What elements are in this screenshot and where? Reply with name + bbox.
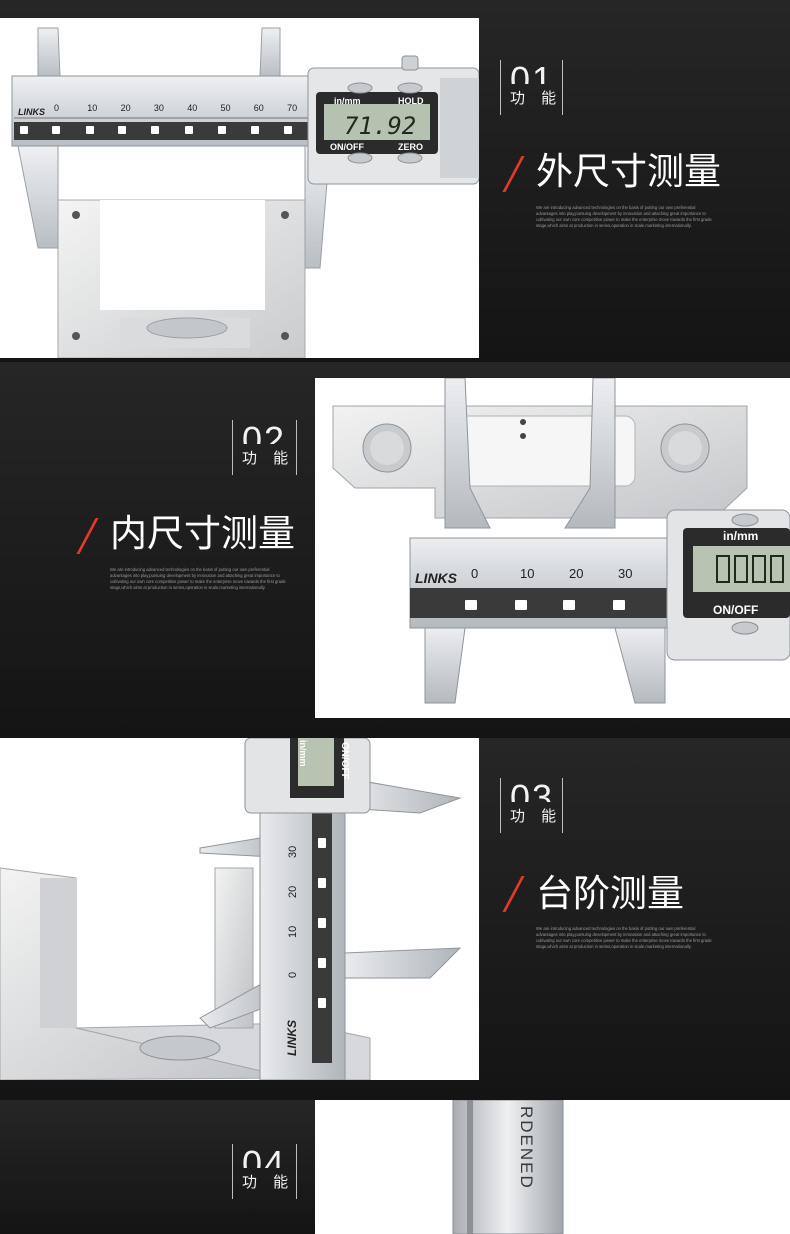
divider-line (232, 420, 233, 475)
display-unit-label: in/mm (723, 529, 758, 543)
divider-line (562, 778, 563, 833)
inner-measure-photo: LINKS 0 10 20 30 in/mm ON/OFF (315, 378, 790, 718)
display-zero-label: ZERO (398, 142, 423, 152)
caliper-brand: LINKS (415, 570, 458, 586)
scale-tick-label: 30 (154, 103, 164, 113)
step-measure-photo: LINKS 30 20 10 0 ON/OFF in/mm (0, 738, 479, 1080)
function-label: 功 能 (242, 450, 295, 467)
section-title: 内尺寸测量 (110, 513, 295, 554)
scale-tick-label: 0 (54, 103, 59, 113)
section-description: We are introducing advanced technologies… (110, 567, 286, 590)
display-unit-label: in/mm (334, 96, 361, 106)
scale-tick-label: 20 (287, 886, 299, 898)
section-4-number-block: 04 功 能 (234, 1144, 302, 1192)
section-4-band: RDENED 04 功 能 (0, 1100, 790, 1234)
scale-tick-label: 20 (569, 566, 583, 581)
section-number: 01 (510, 60, 555, 84)
section-2-number-block: 02 功 能 (234, 420, 302, 468)
section-number: 04 (242, 1144, 287, 1168)
display-onoff-label: ON/OFF (330, 142, 364, 152)
outer-measure-photo: LINKS 0 10 20 30 40 50 60 70 in/mm HOLD 71.92 O… (0, 18, 479, 358)
scale-tick-label: 30 (618, 566, 632, 581)
function-label: 功 能 (242, 1174, 295, 1191)
scale-tick-label: 70 (287, 103, 297, 113)
divider-line (296, 420, 297, 475)
divider-line (500, 60, 501, 115)
display-onoff-label: ON/OFF (339, 742, 350, 780)
function-label: 功 能 (510, 90, 563, 107)
display-hold-label: HOLD (398, 96, 424, 106)
section-description: We are introducing advanced technologies… (536, 926, 712, 949)
display-reading: 71.92 (344, 112, 416, 140)
scale-tick-label: 50 (221, 103, 231, 113)
divider-line (232, 1144, 233, 1199)
scale-tick-label: 30 (287, 846, 299, 858)
section-3-number-block: 03 功 能 (502, 778, 570, 826)
function-label: 功 能 (510, 808, 563, 825)
hardened-detail-photo: RDENED (315, 1100, 790, 1234)
scale-tick-label: 10 (520, 566, 534, 581)
scale-tick-label: 60 (254, 103, 264, 113)
section-title: 台阶测量 (536, 873, 684, 914)
hardened-stamp: RDENED (517, 1106, 536, 1190)
accent-slash (76, 518, 99, 554)
divider-line (296, 1144, 297, 1199)
scale-tick-label: 40 (187, 103, 197, 113)
section-description: We are introducing advanced technologies… (536, 205, 712, 228)
section-1-number-block: 01 功 能 (502, 60, 570, 108)
display-onoff-label: ON/OFF (713, 603, 758, 617)
section-number: 02 (242, 420, 287, 444)
section-number: 03 (510, 778, 555, 802)
scale-tick-label: 0 (287, 972, 299, 978)
divider-line (500, 778, 501, 833)
scale-tick-label: 10 (87, 103, 97, 113)
section-title: 外尺寸测量 (536, 151, 721, 192)
scale-tick-label: 0 (471, 566, 478, 581)
display-unit-label: in/mm (298, 740, 308, 767)
divider-line (562, 60, 563, 115)
accent-slash (502, 156, 525, 192)
accent-slash (502, 876, 525, 912)
caliper-brand: LINKS (18, 107, 45, 117)
caliper-brand: LINKS (285, 1020, 299, 1056)
section-3-band: LINKS 30 20 10 0 ON/OFF in/mm 03 功 能 台阶测量 W… (0, 738, 790, 1100)
scale-tick-label: 20 (121, 103, 131, 113)
scale-tick-label: 10 (287, 926, 299, 938)
